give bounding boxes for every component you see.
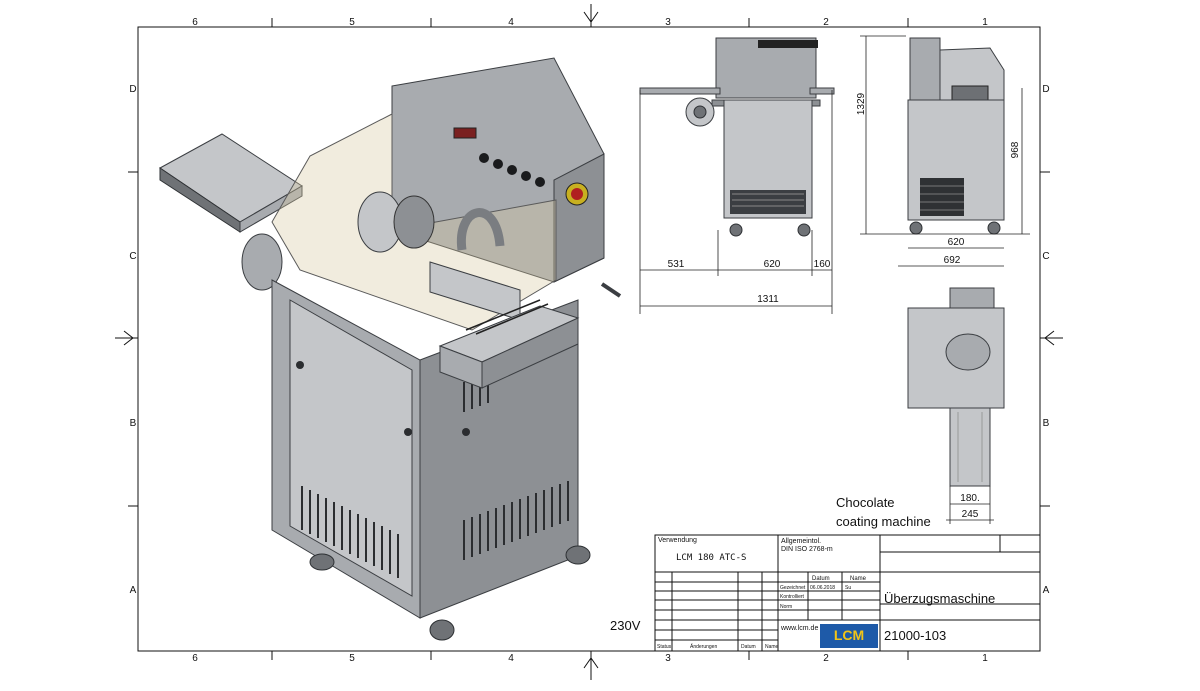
- row-label: B: [1043, 418, 1050, 429]
- gezeichnet-date: 06.06.2018: [810, 585, 835, 591]
- dimension-label: 180.: [960, 493, 979, 504]
- column-label: 5: [349, 17, 355, 28]
- column-label: 3: [665, 17, 671, 28]
- drawing-number: 21000-103: [884, 628, 946, 643]
- isometric-machine-view: [159, 57, 622, 641]
- dimension-label: 620: [948, 237, 965, 248]
- side-disc: [241, 233, 283, 291]
- row-label: A: [1043, 585, 1050, 596]
- norm-label: Norm: [780, 604, 792, 610]
- voltage-label: 230V: [610, 618, 641, 633]
- column-label: 6: [192, 653, 198, 664]
- column-label: 3: [665, 653, 671, 664]
- website-text: www.lcm.de: [780, 625, 818, 632]
- row-label: C: [1042, 251, 1049, 262]
- column-label: 2: [823, 17, 829, 28]
- kontrolliert-label: Kontrolliert: [780, 594, 805, 600]
- glass-cover: [271, 113, 557, 331]
- drawing-border: [137, 26, 1041, 652]
- dimension-label: 245: [962, 509, 979, 520]
- center-markers: [115, 4, 1063, 680]
- status-label: Status: [657, 644, 672, 650]
- top-view: [907, 287, 1005, 487]
- aenderungen-label: Änderungen: [690, 643, 717, 650]
- drawing-title: Überzugsmaschine: [884, 591, 995, 606]
- dimension-label: 1329: [856, 92, 867, 115]
- name-label: Name: [765, 644, 779, 650]
- row-label: A: [130, 585, 137, 596]
- column-label: 2: [823, 653, 829, 664]
- title-block: [654, 534, 1041, 652]
- dimension-label: 692: [944, 255, 961, 266]
- column-label: 1: [982, 17, 988, 28]
- casters: [309, 545, 591, 641]
- side-elevation-view: [907, 37, 1005, 235]
- name-header: Name: [850, 576, 867, 582]
- top-dimensions: [946, 486, 994, 524]
- dimension-label: 620: [764, 259, 781, 270]
- logo-text: LCM: [834, 627, 864, 643]
- datum-label: Datum: [741, 644, 756, 650]
- column-label: 6: [192, 17, 198, 28]
- dimension-label: 968: [1010, 141, 1021, 158]
- front-dimensions: [639, 90, 833, 314]
- column-label: 4: [508, 17, 514, 28]
- row-label: D: [1042, 84, 1049, 95]
- front-elevation-view: [639, 37, 835, 237]
- row-label: C: [129, 251, 136, 262]
- row-label: D: [129, 84, 136, 95]
- verwendung-label: Verwendung: [658, 537, 697, 544]
- tolerance-standard: DIN ISO 2768-m: [781, 546, 833, 553]
- caption-line-2: coating machine: [836, 514, 931, 529]
- side-vents: [463, 373, 569, 560]
- gezeichnet-label: Gezeichnet: [780, 585, 806, 591]
- lcm-logo: LCM: [820, 624, 878, 648]
- row-label: B: [130, 418, 137, 429]
- caption-line-1: Chocolate: [836, 495, 895, 510]
- column-label: 1: [982, 653, 988, 664]
- column-label: 5: [349, 653, 355, 664]
- column-label: 4: [508, 653, 514, 664]
- side-dimensions: [860, 35, 1030, 267]
- front-vents: [301, 486, 399, 578]
- dimension-label: 1311: [757, 294, 779, 305]
- datum-header: Datum: [812, 576, 830, 582]
- dimension-label: 531: [668, 259, 685, 270]
- dimension-label: 160: [814, 259, 831, 270]
- allgemeintol-label: Allgemeintol.: [781, 538, 821, 545]
- gezeichnet-name: Su: [845, 585, 851, 591]
- control-knobs: [479, 153, 545, 187]
- model-name: LCM 180 ATC-S: [676, 553, 746, 563]
